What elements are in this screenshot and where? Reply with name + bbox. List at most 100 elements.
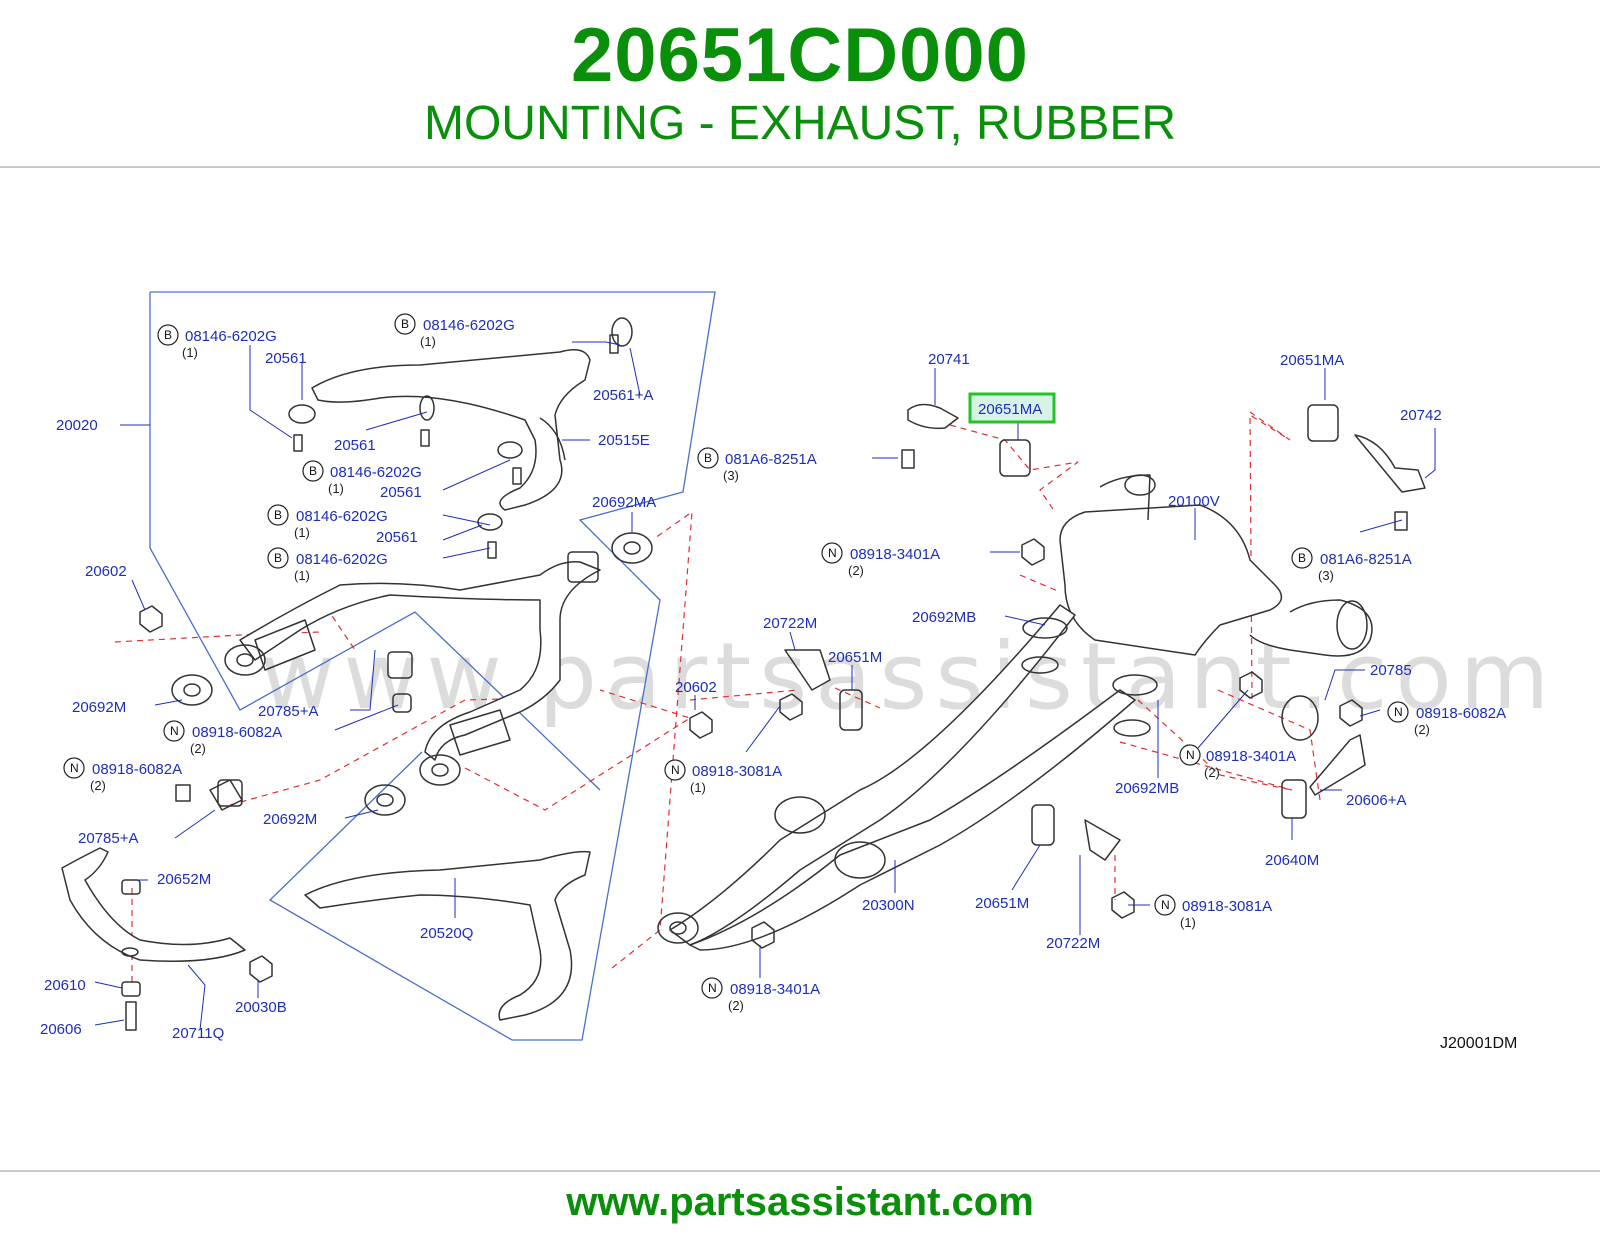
badge-b: [267, 547, 289, 569]
badge-letter: B: [1298, 551, 1306, 565]
qty-label: (2): [90, 778, 106, 793]
qty-label: (2): [1414, 722, 1430, 737]
qty-label: (1): [328, 481, 344, 496]
badge-b: [1291, 547, 1313, 569]
badge-n: [1387, 701, 1409, 723]
label-20722m[interactable]: 20722M: [1046, 935, 1100, 952]
label-20561[interactable]: 20561: [334, 437, 376, 454]
label-20300n[interactable]: 20300N: [862, 897, 915, 914]
label-08146-6202g[interactable]: 08146-6202G: [296, 551, 388, 568]
label-20692m[interactable]: 20692M: [263, 811, 317, 828]
label-20515e[interactable]: 20515E: [598, 432, 650, 449]
label-08918-3401a[interactable]: 08918-3401A: [850, 546, 940, 563]
label-20651ma-highlighted[interactable]: 20651MA: [978, 401, 1042, 418]
label-20561[interactable]: 20561: [376, 529, 418, 546]
group-outlines: [149, 291, 716, 1041]
label-20651m[interactable]: 20651M: [828, 649, 882, 666]
badge-b: [697, 447, 719, 469]
label-20785-plus-a[interactable]: 20785+A: [258, 703, 318, 720]
badge-n: [1154, 894, 1176, 916]
badge-letter: B: [274, 508, 282, 522]
diagram-code: J20001DM: [1440, 1035, 1517, 1052]
label-08146-6202g[interactable]: 08146-6202G: [185, 328, 277, 345]
label-20561-plus-a[interactable]: 20561+A: [593, 387, 653, 404]
label-20561[interactable]: 20561: [265, 350, 307, 367]
label-20602[interactable]: 20602: [85, 563, 127, 580]
qty-label: (1): [1180, 915, 1196, 930]
badge-n: [701, 977, 723, 999]
label-08918-3401a[interactable]: 08918-3401A: [730, 981, 820, 998]
assembly-lines: [114, 411, 1321, 982]
label-20030b[interactable]: 20030B: [235, 999, 287, 1016]
qty-label: (3): [1318, 568, 1334, 583]
qty-label: (2): [848, 563, 864, 578]
qty-label: (1): [182, 345, 198, 360]
badge-letter: B: [401, 317, 409, 331]
badge-n: [1179, 744, 1201, 766]
badge-letter: N: [708, 981, 717, 995]
badge-letter: N: [70, 761, 79, 775]
label-20692m[interactable]: 20692M: [72, 699, 126, 716]
label-20561[interactable]: 20561: [380, 484, 422, 501]
label-08918-6082a[interactable]: 08918-6082A: [1416, 705, 1506, 722]
qty-label: (1): [294, 525, 310, 540]
label-20020[interactable]: 20020: [56, 417, 98, 434]
label-20692ma[interactable]: 20692MA: [592, 494, 656, 511]
label-20785-plus-a[interactable]: 20785+A: [78, 830, 138, 847]
badge-n: [63, 757, 85, 779]
leader-lines: [94, 341, 1436, 1031]
qty-label: (2): [190, 741, 206, 756]
page-header: 20651CD000 MOUNTING - EXHAUST, RUBBER: [0, 0, 1600, 168]
label-20520q[interactable]: 20520Q: [420, 925, 473, 942]
label-08918-6082a[interactable]: 08918-6082A: [192, 724, 282, 741]
qty-label: (3): [723, 468, 739, 483]
badge-b: [302, 460, 324, 482]
label-20742[interactable]: 20742: [1400, 407, 1442, 424]
label-20722m[interactable]: 20722M: [763, 615, 817, 632]
label-081a6-8251a[interactable]: 081A6-8251A: [725, 451, 817, 468]
badge-n: [821, 542, 843, 564]
badge-letter: B: [274, 551, 282, 565]
label-20692mb[interactable]: 20692MB: [1115, 780, 1179, 797]
badge-letter: N: [1394, 705, 1403, 719]
label-20711q[interactable]: 20711Q: [172, 1025, 224, 1042]
label-08146-6202g[interactable]: 08146-6202G: [423, 317, 515, 334]
label-20606-plus-a[interactable]: 20606+A: [1346, 792, 1406, 809]
footer-divider: [0, 1170, 1600, 1172]
label-08918-3081a[interactable]: 08918-3081A: [1182, 898, 1272, 915]
qty-label: (1): [420, 334, 436, 349]
badge-n: [163, 720, 185, 742]
badge-letter: B: [309, 464, 317, 478]
badge-letter: N: [671, 763, 680, 777]
label-20100v[interactable]: 20100V: [1168, 493, 1220, 510]
label-20652m[interactable]: 20652M: [157, 871, 211, 888]
badge-letter: B: [704, 451, 712, 465]
label-20640m[interactable]: 20640M: [1265, 852, 1319, 869]
label-081a6-8251a[interactable]: 081A6-8251A: [1320, 551, 1412, 568]
badge-b: [394, 313, 416, 335]
label-08146-6202g[interactable]: 08146-6202G: [296, 508, 388, 525]
label-08918-3401a[interactable]: 08918-3401A: [1206, 748, 1296, 765]
label-08918-6082a[interactable]: 08918-6082A: [92, 761, 182, 778]
label-20785[interactable]: 20785: [1370, 662, 1412, 679]
badge-letter: N: [828, 546, 837, 560]
label-20651ma[interactable]: 20651MA: [1280, 352, 1344, 369]
label-20692mb[interactable]: 20692MB: [912, 609, 976, 626]
qty-label: (1): [690, 780, 706, 795]
label-08146-6202g[interactable]: 08146-6202G: [330, 464, 422, 481]
part-description: MOUNTING - EXHAUST, RUBBER: [423, 97, 1177, 150]
label-08918-3081a[interactable]: 08918-3081A: [692, 763, 782, 780]
label-20741[interactable]: 20741: [928, 351, 970, 368]
badge-b: [267, 504, 289, 526]
label-20606[interactable]: 20606: [40, 1021, 82, 1038]
badge-letter: B: [164, 328, 172, 342]
label-20602[interactable]: 20602: [675, 679, 717, 696]
part-drawings: [61, 317, 1426, 1031]
label-20610[interactable]: 20610: [44, 977, 86, 994]
qty-label: (2): [1204, 765, 1220, 780]
label-20651m[interactable]: 20651M: [975, 895, 1029, 912]
footer-link[interactable]: www.partsassistant.com: [566, 1180, 1034, 1224]
highlighted-part-box[interactable]: [968, 392, 1056, 424]
part-number-title: 20651CD000: [571, 13, 1029, 98]
